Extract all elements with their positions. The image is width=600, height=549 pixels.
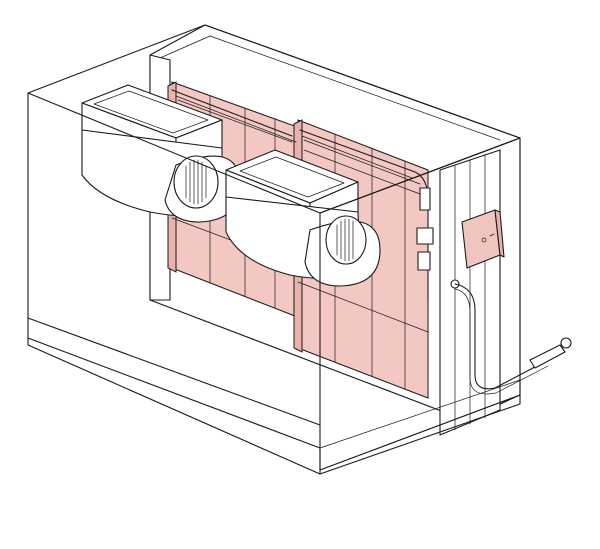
fan-right-duct-opening: [240, 157, 344, 197]
actuator-lower: [418, 252, 430, 270]
control-box: [462, 210, 504, 268]
supply-valve-body: [530, 345, 565, 368]
valve-assembly: [417, 188, 459, 288]
control-box-knob: [482, 238, 486, 242]
actuator-upper: [420, 188, 430, 210]
supply-valve-handle: [561, 338, 571, 348]
actuator-middle: [417, 228, 433, 244]
blower-fan-right: [226, 150, 380, 286]
cabinet-front-outline: [28, 25, 520, 474]
fan-left-blades: [186, 160, 206, 204]
coil-header-pipe-2: [176, 96, 412, 178]
control-box-side: [495, 210, 504, 257]
cabinet-front-face: [28, 93, 320, 425]
fan-right-blades: [337, 219, 353, 261]
blower-fan-left: [82, 85, 240, 222]
cabinet-right-face: [320, 138, 520, 470]
control-box-slot: [490, 234, 494, 236]
cabinet-back-inner-edge: [160, 36, 500, 140]
supply-pipe: [455, 284, 548, 389]
fan-right-wheel: [326, 216, 366, 264]
fan-left-duct-opening: [94, 91, 208, 133]
supply-piping: [455, 284, 571, 394]
cabinet-floor-edge: [320, 380, 520, 448]
supply-pipe-inner: [455, 289, 548, 394]
fan-left-wheel: [174, 156, 218, 208]
